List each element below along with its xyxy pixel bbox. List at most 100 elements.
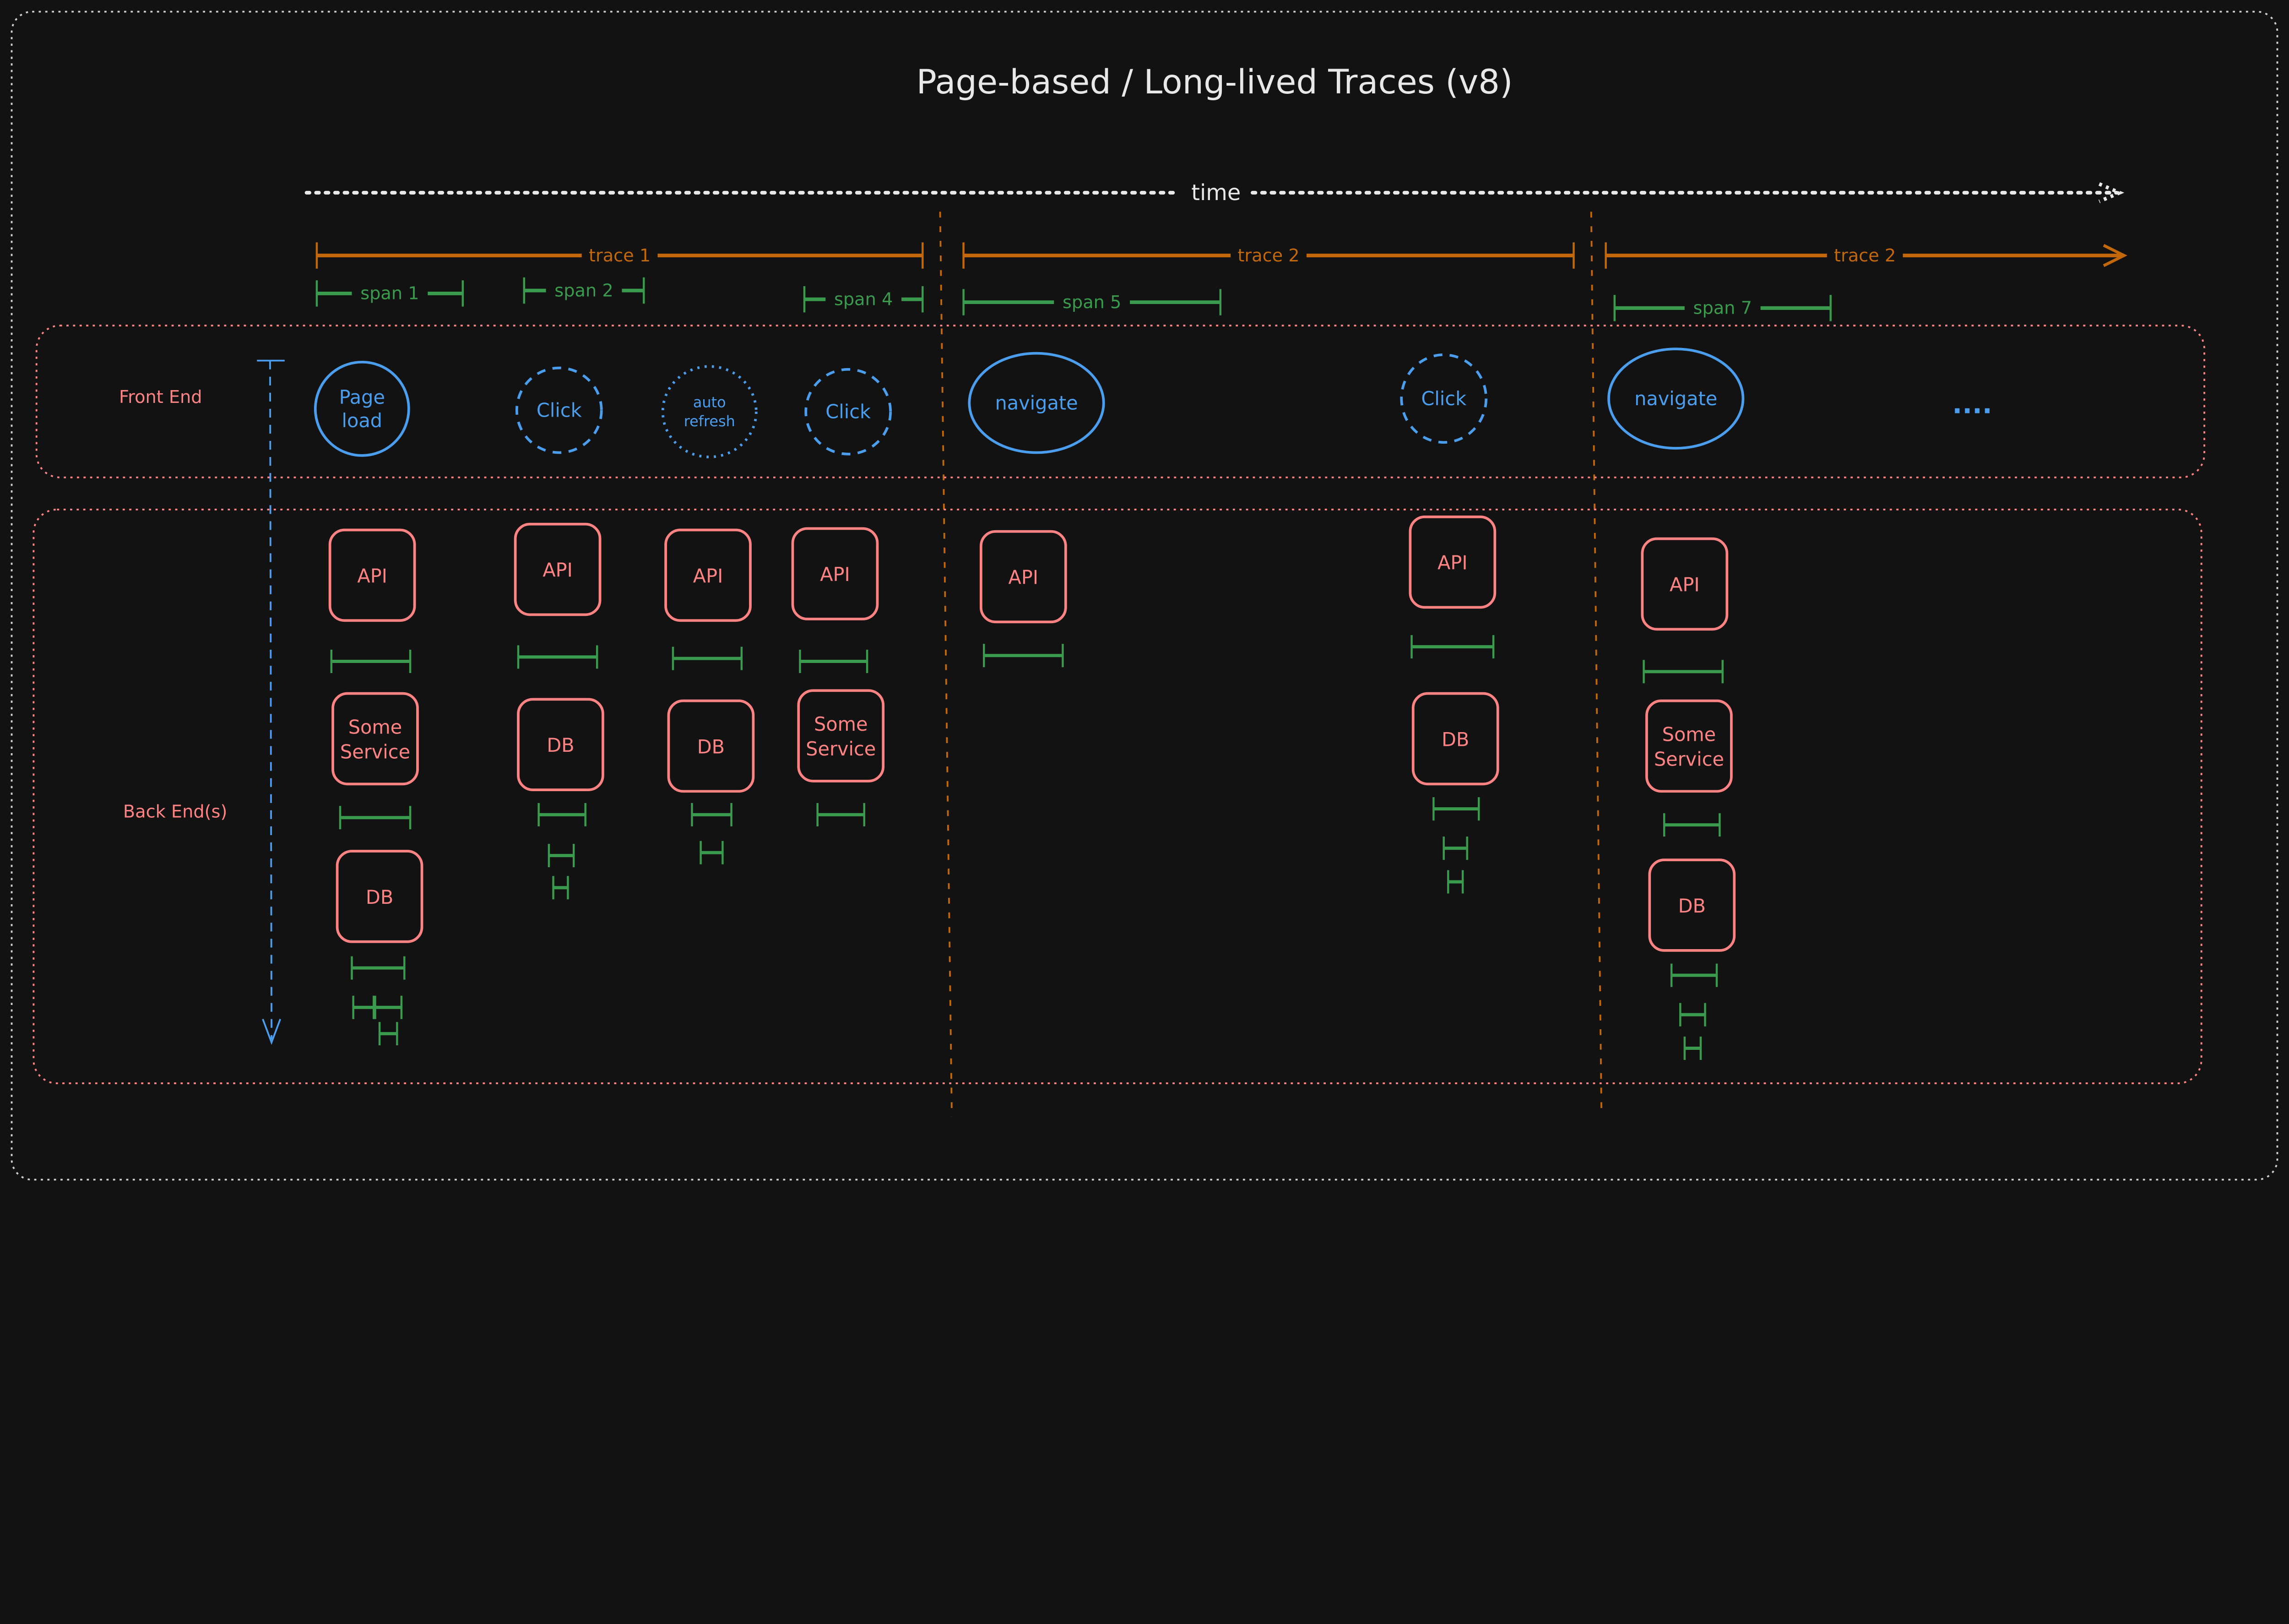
event-label: Click	[825, 401, 871, 423]
trace-bar: trace 1	[315, 242, 924, 269]
back-end-column: API DB	[1409, 515, 1499, 894]
back-end-service: DB	[1648, 858, 1736, 952]
span-bar	[672, 646, 743, 670]
event-label: navigate	[995, 392, 1078, 414]
service-label: DB	[697, 736, 725, 758]
service-label: API	[357, 565, 387, 587]
span-bar	[517, 645, 598, 669]
service-label: API	[1437, 552, 1468, 574]
span-bar	[1643, 660, 1724, 684]
trace-bar-label: trace 2	[1237, 245, 1299, 266]
service-label: Service	[1654, 749, 1724, 771]
span-bar	[1432, 797, 1480, 821]
span-bar	[552, 876, 569, 900]
span-bar	[374, 995, 403, 1019]
back-end-service: API	[791, 527, 879, 620]
trace-bar-label: trace 1	[589, 245, 651, 266]
span-bar	[352, 995, 375, 1019]
trace-bar: trace 2	[1605, 242, 2127, 269]
back-end-services: APISomeServiceDBAPIDBAPIDBAPISomeService…	[328, 515, 1736, 1060]
service-label: DB	[1678, 895, 1706, 917]
span-bar: span 2	[523, 277, 645, 304]
service-label: Service	[806, 738, 876, 760]
back-end-service: DB	[667, 699, 755, 793]
trace-bar-label: trace 2	[1834, 245, 1896, 266]
diagram-frame	[11, 11, 2278, 1181]
span-bar: span 7	[1613, 295, 1832, 321]
span-bar	[330, 649, 412, 673]
back-end-service: API	[664, 528, 752, 622]
front-end-event: Click	[804, 368, 892, 456]
span-bar	[378, 1022, 398, 1046]
service-label: Some	[348, 716, 402, 738]
span-bar-label: span 4	[834, 289, 893, 310]
trace-bar: trace 2	[962, 242, 1575, 269]
span-bar	[1443, 836, 1468, 860]
service-label: API	[1009, 567, 1039, 589]
span-bar	[1663, 813, 1721, 837]
call-depth-arrow	[257, 359, 285, 1045]
back-end-service: API	[1641, 537, 1729, 631]
span-bar-label: span 1	[360, 283, 419, 304]
span-bar	[700, 841, 724, 864]
front-end-event: navigate	[1607, 348, 1745, 450]
diagram-canvas: Page-based / Long-lived Traces (v8) time…	[11, 11, 2278, 1181]
span-bar	[799, 649, 868, 673]
span-bar-label: span 7	[1693, 298, 1752, 319]
service-label: DB	[1442, 728, 1469, 750]
span-bar	[1410, 635, 1495, 659]
back-end-column: API DB	[514, 522, 604, 900]
front-end-event: Click	[515, 366, 603, 454]
span-bar: span 1	[315, 280, 464, 307]
trace-separator	[1590, 212, 1602, 1110]
event-label: refresh	[684, 413, 735, 430]
service-label: Some	[1662, 723, 1716, 745]
span-bar	[548, 844, 575, 868]
trace-bars: trace 1 trace 2 trace 2	[315, 242, 2127, 269]
span-bar	[1683, 1037, 1702, 1060]
service-label: DB	[547, 734, 574, 756]
span-bars: span 1 span 2 span 4 span 5 span 7	[315, 277, 1832, 321]
back-end-service: DB	[517, 698, 604, 791]
span-bar	[691, 803, 732, 826]
event-label: navigate	[1634, 388, 1717, 410]
more-events-ellipsis: ....	[1952, 389, 1992, 419]
event-label: Click	[537, 400, 582, 422]
event-label: auto	[693, 394, 726, 411]
service-label: API	[542, 559, 573, 581]
service-label: Service	[340, 741, 410, 763]
back-end-service: DB	[1411, 692, 1499, 786]
span-bar	[983, 644, 1064, 668]
back-end-service: API	[328, 528, 416, 622]
span-bar: span 5	[962, 289, 1222, 315]
back-end-service: DB	[336, 850, 423, 943]
back-end-label: Back End(s)	[123, 802, 227, 822]
time-label: time	[1191, 180, 1241, 206]
event-label: Page	[339, 386, 385, 408]
diagram-title: Page-based / Long-lived Traces (v8)	[917, 63, 1513, 102]
back-end-column: API DB	[664, 528, 755, 864]
span-bar-label: span 2	[554, 280, 613, 301]
span-bar	[351, 956, 406, 980]
back-end-lane	[33, 508, 2202, 1084]
service-label: API	[820, 564, 850, 586]
service-label: DB	[366, 886, 393, 908]
back-end-service: API	[979, 530, 1067, 624]
span-bar	[816, 803, 865, 826]
back-end-column: API	[979, 530, 1067, 668]
span-bar: span 4	[803, 286, 924, 313]
front-end-label: Front End	[119, 387, 202, 407]
span-bar	[537, 803, 586, 826]
service-label: Some	[814, 713, 868, 735]
span-bar	[1679, 1003, 1706, 1027]
event-label: Click	[1421, 388, 1466, 410]
service-label: API	[1670, 574, 1700, 596]
span-bar	[1447, 870, 1464, 894]
